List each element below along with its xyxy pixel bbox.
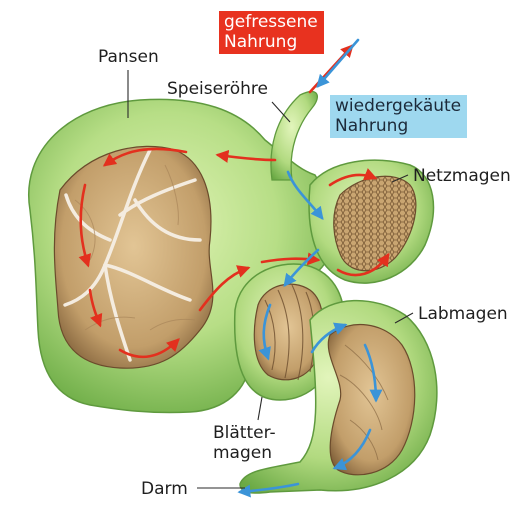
label-pansen: Pansen: [98, 48, 159, 67]
label-labmagen: Labmagen: [418, 305, 508, 324]
label-gefressene-line2: Nahrung: [224, 32, 318, 52]
label-blaettermagen: Blätter- magen: [213, 423, 276, 463]
label-wiedergekaeute-nahrung: wiedergekäute Nahrung: [330, 95, 467, 138]
label-darm: Darm: [141, 480, 188, 499]
pansen-cavity: [54, 146, 212, 368]
label-blaetter-line2: magen: [213, 443, 276, 463]
label-gefressene-line1: gefressene: [224, 12, 318, 32]
label-gefressene-nahrung: gefressene Nahrung: [219, 11, 324, 54]
label-blaetter-line1: Blätter-: [213, 423, 276, 443]
label-netzmagen: Netzmagen: [413, 167, 511, 186]
label-wiedergekaeute-line1: wiedergekäute: [335, 96, 461, 116]
label-wiedergekaeute-line2: Nahrung: [335, 116, 461, 136]
label-speiseroehre: Speiseröhre: [167, 80, 268, 99]
